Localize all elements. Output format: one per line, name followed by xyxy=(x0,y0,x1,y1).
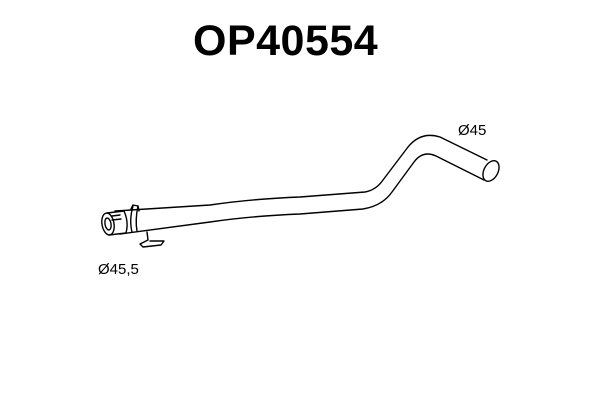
inlet-end xyxy=(101,210,128,236)
outlet-end xyxy=(482,160,500,182)
pipe-lower-edge xyxy=(119,153,485,235)
hanger-bracket xyxy=(139,231,165,248)
pipe-upper-edge xyxy=(114,134,488,212)
part-number-title: OP40554 xyxy=(193,17,379,65)
sleeve-slits xyxy=(111,214,122,221)
inlet-diameter-label: Ø45,5 xyxy=(98,261,139,278)
clamp xyxy=(130,204,140,233)
outlet-diameter-label: Ø45 xyxy=(458,122,487,139)
